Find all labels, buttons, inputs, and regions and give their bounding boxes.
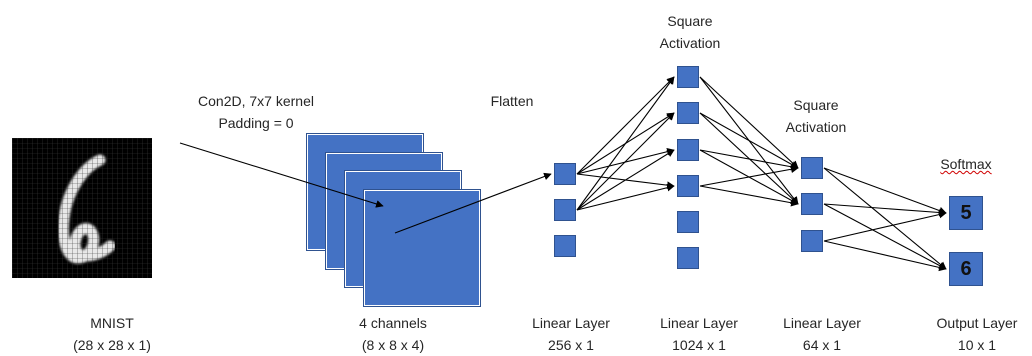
output-node-6: 6 (949, 252, 983, 286)
node-1024-1 (677, 66, 699, 88)
node-1024-2 (677, 102, 699, 124)
node-256-3 (554, 235, 576, 257)
mnist-digit-image (12, 138, 152, 278)
softmax-label: Softmax (940, 156, 992, 172)
node-1024-4 (677, 175, 699, 197)
node-1024-3 (677, 139, 699, 161)
node-64-2 (801, 193, 823, 215)
node-1024-6 (677, 247, 699, 269)
square-activation-label-1: Square Activation (659, 13, 721, 51)
linear-64-label: Linear Layer 64 x 1 (783, 315, 861, 353)
node-256-1 (554, 163, 576, 185)
flatten-label: Flatten (490, 93, 534, 109)
feature-map-channel-4 (363, 189, 481, 307)
node-64-1 (801, 157, 823, 179)
node-64-3 (801, 230, 823, 252)
output-node-5: 5 (949, 196, 983, 230)
linear-256-label: Linear Layer 256 x 1 (532, 315, 610, 353)
conv-label: Con2D, 7x7 kernel Padding = 0 (198, 93, 314, 131)
node-256-2 (554, 199, 576, 221)
channels-label: 4 channels (8 x 8 x 4) (359, 315, 427, 353)
linear-1024-label: Linear Layer 1024 x 1 (660, 315, 738, 353)
node-1024-5 (677, 211, 699, 233)
output-layer-label: Output Layer 10 x 1 (936, 315, 1018, 353)
square-activation-label-2: Square Activation (785, 97, 847, 135)
mnist-label: MNIST (28 x 28 x 1) (73, 315, 151, 353)
